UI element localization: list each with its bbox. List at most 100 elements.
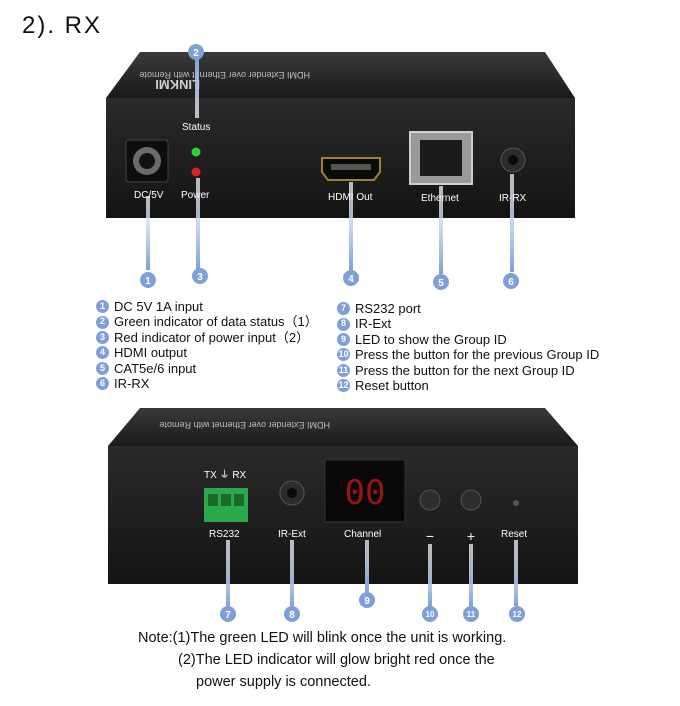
callout-badge-9 (359, 592, 375, 608)
bottom-callouts: 7 8 9 10 11 12 (220, 540, 525, 622)
callout-badge-2 (188, 44, 204, 60)
callout-badge-4 (343, 270, 359, 286)
callout-line-3 (196, 178, 200, 270)
label-rs232: RS232 (209, 529, 240, 540)
callout-number-10: 10 (426, 610, 435, 619)
callout-badge-10 (422, 606, 438, 622)
callout-badge-5 (433, 274, 449, 290)
legend-badge: 9 (337, 333, 350, 347)
callout-number-9: 9 (364, 596, 370, 607)
legend-text: Press the button for the next Group ID (355, 362, 575, 378)
callout-number-5: 5 (438, 278, 444, 289)
legend-item: 2 Green indicator of data status（1） (96, 314, 318, 329)
callout-line-10 (428, 544, 432, 606)
legend-item: 12 Reset button (337, 378, 599, 393)
callout-line-7 (226, 540, 230, 606)
reset-button[interactable] (513, 500, 519, 506)
legend-item: 11 Press the button for the next Group ID (337, 363, 599, 378)
legend-text: Press the button for the previous Group … (355, 347, 600, 363)
legend-badge: 4 (96, 346, 109, 360)
legend-text: IR-Ext (355, 316, 392, 332)
legend-text: IR-RX (114, 376, 150, 392)
callout-badge-1 (140, 272, 156, 288)
callout-line-12 (514, 540, 518, 606)
label-status: Status (182, 122, 210, 133)
label-plus: + (467, 528, 475, 544)
legend-item: 5 CAT5e/6 input (96, 361, 318, 376)
callout-line-1 (146, 196, 150, 270)
legend-badge: 11 (337, 363, 350, 377)
ir-rx-jack-hole (508, 155, 518, 165)
callout-line-4 (349, 182, 353, 270)
label-ir-ext: IR-Ext (278, 529, 306, 540)
legend-badge: 5 (96, 361, 109, 375)
rx-device-top: HDMI Extender over Ethernet with Remote … (106, 52, 575, 218)
callout-number-12: 12 (513, 610, 522, 619)
label-minus: − (426, 528, 434, 544)
note-line-3: power supply is connected. (196, 674, 371, 690)
label-dc: DC/5V (134, 190, 164, 201)
callout-number-2: 2 (193, 48, 199, 59)
prev-group-button[interactable] (419, 489, 441, 511)
legend-text: HDMI output (114, 345, 187, 361)
ir-ext-jack-hole (287, 488, 297, 498)
legend-text: CAT5e/6 input (114, 360, 197, 376)
power-led-red (191, 167, 201, 177)
legend-badge: 8 (337, 317, 350, 331)
callout-badge-7 (220, 606, 236, 622)
dc-jack-pin (139, 153, 155, 169)
legend-text: LED to show the Group ID (355, 331, 507, 347)
legend-badge: 3 (96, 331, 109, 345)
note-line-2: (2)The LED indicator will glow bright re… (178, 652, 495, 668)
legend-item: 1 DC 5V 1A input (96, 299, 318, 314)
top-lid (106, 52, 575, 98)
section-heading: 2). RX (22, 12, 103, 39)
callout-number-3: 3 (197, 272, 203, 283)
callout-number-11: 11 (467, 610, 476, 619)
channel-display (324, 459, 406, 523)
callout-number-6: 6 (508, 277, 514, 288)
legend-text: DC 5V 1A input (114, 299, 203, 314)
legend-item: 8 IR-Ext (337, 316, 599, 331)
legend-badge: 7 (337, 302, 350, 316)
legend-item: 9 LED to show the Group ID (337, 332, 599, 347)
legend-item: 4 HDMI output (96, 345, 318, 360)
legend-badge: 2 (96, 315, 109, 329)
ethernet-port-socket (420, 140, 462, 176)
channel-display-digits: 00 (345, 473, 386, 513)
label-power: Power (181, 190, 210, 201)
legend-item: 10 Press the button for the previous Grou… (337, 347, 599, 362)
label-channel: Channel (344, 529, 381, 540)
legend-item: 6 IR-RX (96, 376, 318, 391)
label-tx-rx: TX ⏚ RX (204, 469, 247, 481)
brand-logo: LINKMI (155, 77, 200, 92)
callout-badge-12 (509, 606, 525, 622)
legend-text: Green indicator of data status（1） (114, 314, 318, 330)
callout-line-11 (469, 544, 473, 606)
lid-caption: HDMI Extender over Ethernet with Remote (139, 70, 310, 80)
callout-number-1: 1 (145, 276, 151, 287)
top-callouts: 2 1 3 4 5 6 (140, 44, 519, 290)
next-group-button[interactable] (460, 489, 482, 511)
callout-line-8 (290, 540, 294, 606)
legend-text: Reset button (355, 378, 429, 394)
note-line-1: Note:(1)The green LED will blink once th… (138, 630, 507, 646)
rs232-pin-gnd (221, 494, 231, 506)
callout-number-4: 4 (348, 274, 354, 285)
callout-line-5 (439, 186, 443, 274)
callout-badge-3 (192, 268, 208, 284)
callout-line-9 (365, 540, 369, 592)
legend-badge: 12 (337, 379, 350, 393)
rx-device-bottom: HDMI Extender over Ethernet with Remote … (108, 408, 578, 584)
legend-badge: 1 (96, 300, 109, 314)
bottom-lid-caption: HDMI Extender over Ethernet with Remote (159, 420, 330, 430)
status-led-green (191, 147, 201, 157)
legend-badge: 6 (96, 377, 109, 391)
bottom-lid (108, 408, 578, 446)
legend-badge: 10 (337, 348, 350, 362)
callout-number-7: 7 (225, 610, 231, 621)
label-reset: Reset (501, 529, 527, 540)
callout-badge-11 (463, 606, 479, 622)
